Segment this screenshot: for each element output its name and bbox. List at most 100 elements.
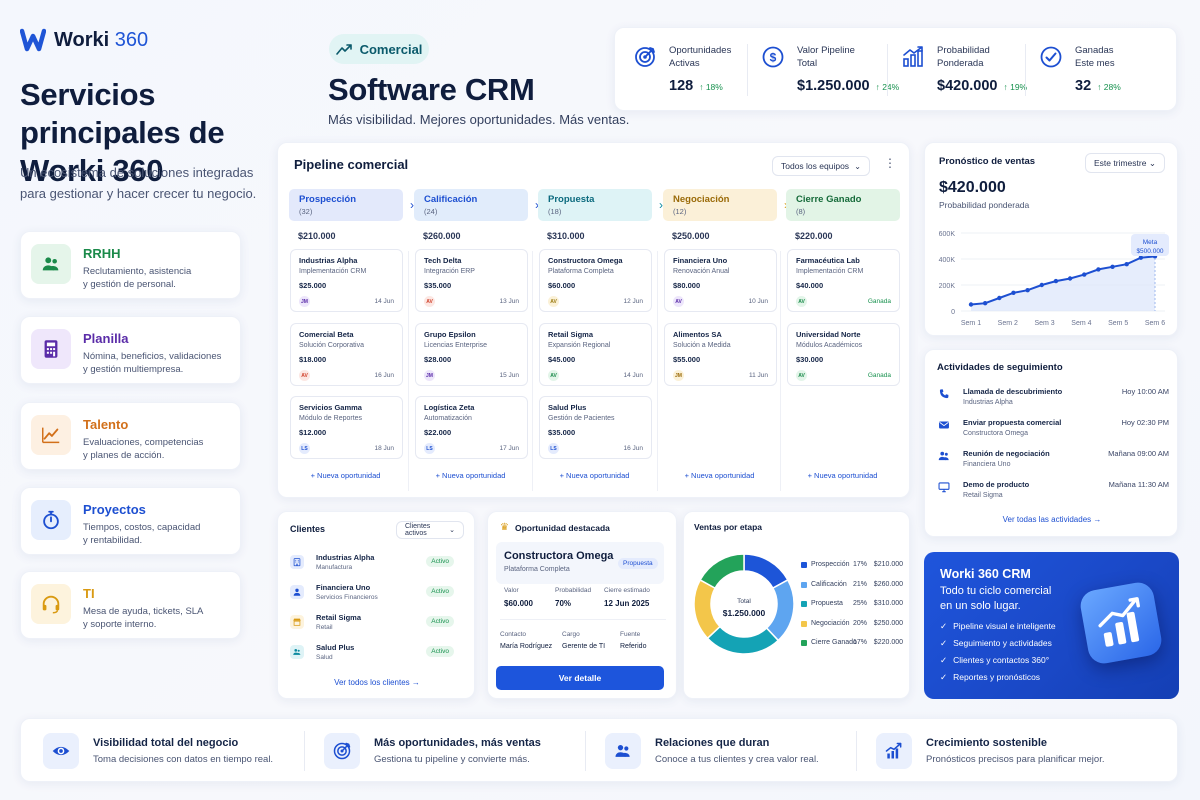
benefit-divider xyxy=(304,731,305,771)
donut-slice xyxy=(699,553,745,590)
new-opportunity-button[interactable]: + Nueva oportunidad xyxy=(807,471,878,480)
person-icon xyxy=(293,588,301,596)
value-label: Valor xyxy=(504,587,519,594)
mail-icon xyxy=(939,421,949,429)
forecast-point xyxy=(982,301,988,306)
new-opportunity-button[interactable]: + Nueva oportunidad xyxy=(435,471,506,480)
pipeline-stage-header[interactable]: Negociación(12)› xyxy=(663,189,788,221)
promo-feature-text: Reportes y pronósticos xyxy=(953,672,1041,682)
avatar: JM xyxy=(673,370,684,381)
target-icon xyxy=(635,47,655,67)
deal-amount: $60.000 xyxy=(548,281,576,290)
avatar: AV xyxy=(796,370,807,381)
new-opportunity-button[interactable]: + Nueva oportunidad xyxy=(684,471,755,480)
team-filter-select[interactable]: Todos los equipos⌄ xyxy=(772,156,870,176)
deal-date: 14 Jun xyxy=(623,372,643,379)
check-icon: ✓ xyxy=(940,621,948,631)
probability-value: 70% xyxy=(555,599,572,608)
status-badge: Activo xyxy=(426,646,454,657)
promo-subtitle-2: en un solo lugar. xyxy=(940,600,1021,612)
deal-amount: $12.000 xyxy=(299,428,327,437)
deal-name: Industrias Alpha xyxy=(299,256,358,265)
activity-time: Mañana 09:00 AM xyxy=(1108,449,1169,458)
deal-date: 10 Jun xyxy=(748,298,768,305)
client-sector: Salud xyxy=(316,654,333,661)
forecast-point xyxy=(968,302,974,307)
view-detail-button[interactable]: Ver detalle xyxy=(496,666,664,690)
check-icon: ✓ xyxy=(940,655,948,665)
legend-value: $250.000 xyxy=(873,619,903,627)
people-icon xyxy=(938,451,949,461)
service-desc-2: y rentabilidad. xyxy=(83,535,143,546)
stage-count: (8) xyxy=(796,207,806,216)
forecast-panel: Pronóstico de ventas Este trimestre⌄ $42… xyxy=(924,142,1178,336)
more-options-icon[interactable]: ⋮ xyxy=(884,156,896,170)
avatar: AV xyxy=(796,296,807,307)
promo-feature: ✓Pipeline visual e inteligente xyxy=(940,621,1056,632)
forecast-point xyxy=(1096,267,1101,272)
pipeline-stage-header[interactable]: Cierre Ganado(8) xyxy=(786,189,900,221)
featured-stage-badge: Propuesta xyxy=(618,558,658,569)
probability-label: Probabilidad xyxy=(555,587,592,594)
worki-logo-icon xyxy=(20,28,46,52)
avatar: AV xyxy=(424,296,435,307)
service-icon-box xyxy=(31,329,71,369)
forecast-point xyxy=(997,295,1002,301)
featured-opportunity-panel: ♛ Oportunidad destacada Constructora Ome… xyxy=(487,511,677,699)
contact-value: María Rodríguez xyxy=(500,643,553,650)
stage-count: (18) xyxy=(548,207,562,216)
stage-name: Calificación xyxy=(424,194,478,205)
service-desc-2: y soporte interno. xyxy=(83,619,157,630)
new-opportunity-button[interactable]: + Nueva oportunidad xyxy=(310,471,381,480)
client-sector: Servicios Financieros xyxy=(316,594,378,601)
deal-date: Ganada xyxy=(867,372,891,379)
pipeline-stage-header[interactable]: Calificación(24)› xyxy=(414,189,539,221)
column-divider xyxy=(408,251,409,491)
promo-feature-text: Clientes y contactos 360° xyxy=(953,655,1050,665)
x-tick-label: Sem 5 xyxy=(1108,320,1128,327)
pipeline-stage-header[interactable]: Prospección(32)› xyxy=(289,189,414,221)
pipeline-stage-header[interactable]: Propuesta(18)› xyxy=(538,189,663,221)
status-badge: Activo xyxy=(426,616,454,627)
view-all-activities-link[interactable]: Ver todas las actividades → xyxy=(1002,515,1102,524)
activity-sub: Retail Sigma xyxy=(963,492,1003,499)
clients-filter-select[interactable]: Clientes activos⌄ xyxy=(396,521,464,539)
activity-name: Enviar propuesta comercial xyxy=(963,418,1062,427)
benefit-title: Relaciones que duran xyxy=(655,737,770,749)
legend-value: $210.000 xyxy=(873,561,903,568)
period-select[interactable]: Este trimestre⌄ xyxy=(1085,153,1165,173)
benefit-divider xyxy=(585,731,586,771)
kpi-label-2: Activas xyxy=(669,58,700,69)
activity-sub: Industrias Alpha xyxy=(963,399,1013,406)
view-all-clients-link[interactable]: Ver todos los clientes → xyxy=(334,678,420,687)
deal-desc: Módulo de Reportes xyxy=(299,415,363,422)
new-opportunity-button[interactable]: + Nueva oportunidad xyxy=(559,471,630,480)
